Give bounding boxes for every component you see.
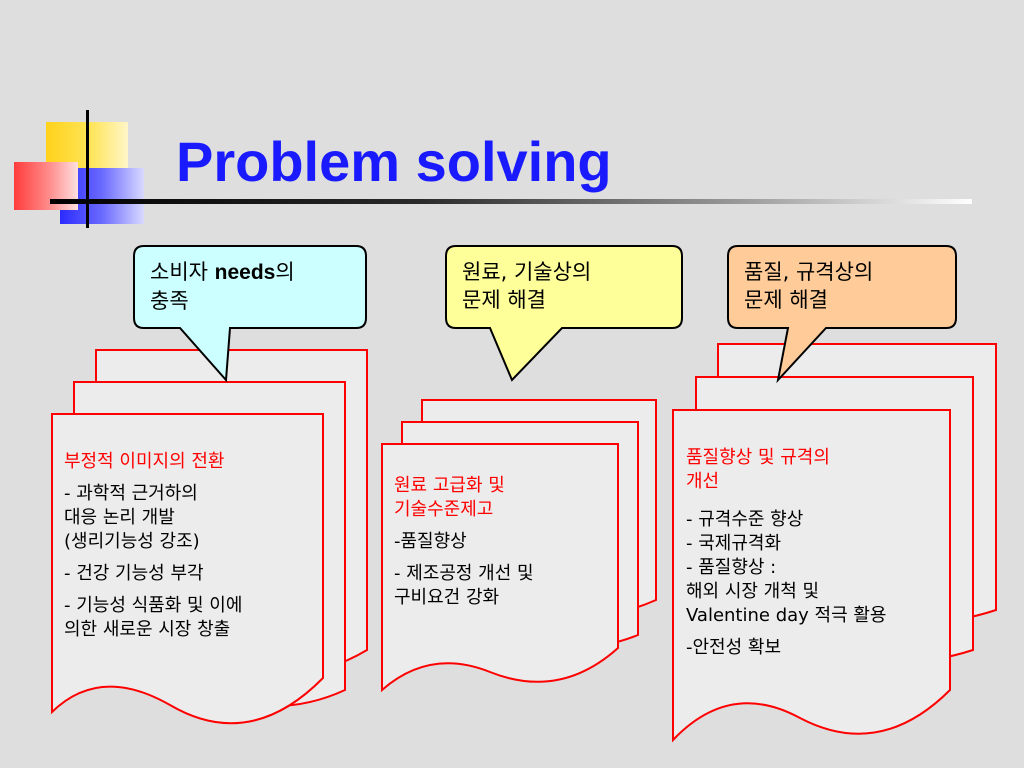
callout-3-line2: 문제 해결 (744, 288, 828, 312)
doc-1-content: 부정적 이미지의 전환 - 과학적 근거하의 대응 논리 개발 (생리기능성 강… (64, 450, 319, 642)
doc-3-item-2: - 국제규격화 (686, 533, 782, 554)
callout-1-line2: 충족 (150, 289, 189, 313)
doc-2-item-3: 구비요건 강화 (394, 587, 500, 608)
callout-3-text: 품질, 규격상의 문제 해결 (744, 258, 873, 314)
doc-2-content: 원료 고급화 및 기술수준제고 -품질향상 - 제조공정 개선 및 구비요건 강… (394, 474, 614, 610)
callout-2-line1: 원료, 기술상의 (462, 260, 592, 284)
doc-1-item-2: 대응 논리 개발 (64, 507, 175, 528)
callout-1-line1-bold: needs (214, 261, 276, 284)
doc-2-heading-line1: 원료 고급화 및 (394, 475, 505, 496)
callout-bubble-2 (445, 245, 683, 382)
doc-1-heading: 부정적 이미지의 전환 (64, 451, 225, 472)
doc-3-heading-line2: 개선 (686, 471, 720, 492)
doc-3-item-4: 해외 시장 개척 및 (686, 581, 820, 602)
callout-1-line1-post: 의 (275, 260, 295, 284)
doc3-front-page (672, 409, 951, 743)
callout-bubble-3 (727, 245, 957, 384)
doc-3-heading-line1: 품질향상 및 규격의 (686, 447, 830, 468)
doc-1-item-3: (생리기능성 강조) (64, 531, 200, 552)
slide-title: Problem solving (176, 130, 612, 193)
decor-vertical-line (86, 110, 89, 228)
doc-3-item-3: - 품질향상 : (686, 557, 777, 578)
doc-1-item-5: - 기능성 식품화 및 이에 (64, 595, 243, 616)
doc-2-item-2: - 제조공정 개선 및 (394, 563, 534, 584)
doc-2-item-1: -품질향상 (394, 531, 467, 552)
doc-3-item-6: -안전성 확보 (686, 637, 782, 658)
doc1-front-page (51, 413, 324, 725)
callout-bubble-1 (133, 245, 367, 383)
doc-3-item-5: Valentine day 적극 활용 (686, 605, 887, 626)
doc-1-item-4: - 건강 기능성 부각 (64, 563, 204, 584)
doc-3-item-1: - 규격수준 향상 (686, 509, 804, 530)
doc-1-item-1: - 과학적 근거하의 (64, 483, 198, 504)
callout-2-line2: 문제 해결 (462, 288, 546, 312)
doc2-front-page (381, 443, 619, 693)
callout-3-line1: 품질, 규격상의 (744, 260, 874, 284)
callout-1-line1-pre: 소비자 (150, 260, 215, 284)
doc-2-heading-line2: 기술수준제고 (394, 499, 494, 520)
callout-1-text: 소비자 needs의 충족 (150, 258, 295, 315)
callout-2-text: 원료, 기술상의 문제 해결 (462, 258, 591, 314)
doc-3-content: 품질향상 및 규격의 개선 - 규격수준 향상 - 국제규격화 - 품질향상 :… (686, 446, 948, 660)
title-underline (50, 199, 972, 204)
doc-1-item-6: 의한 새로운 시장 창출 (64, 619, 231, 640)
